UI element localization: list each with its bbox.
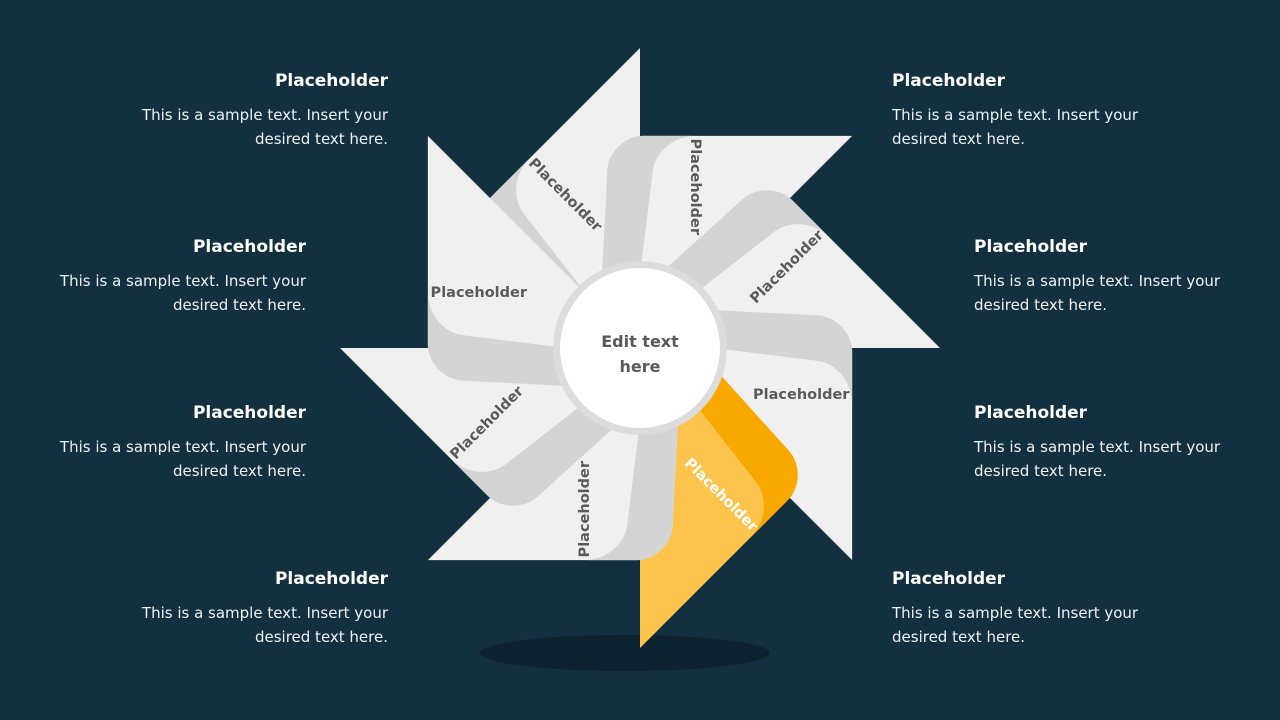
- text-block-title: Placeholder: [274, 71, 388, 91]
- center-hub-circle: [560, 268, 720, 428]
- text-block-title: Placeholder: [192, 403, 306, 423]
- center-label-line1: Edit text: [601, 332, 679, 351]
- text-block-body: This is a sample text. Insert your desir…: [141, 603, 388, 647]
- text-block-body: This is a sample text. Insert your desir…: [892, 603, 1139, 647]
- text-block-title: Placeholder: [892, 569, 1006, 589]
- text-block-left-4: Placeholder This is a sample text. Inser…: [88, 570, 388, 650]
- text-block-left-3: Placeholder This is a sample text. Inser…: [6, 404, 306, 484]
- petal-label: Placeholder: [753, 387, 850, 403]
- text-block-body: This is a sample text. Insert your desir…: [892, 105, 1139, 149]
- text-block-right-2: Placeholder This is a sample text. Inser…: [974, 238, 1274, 318]
- text-block-body: This is a sample text. Insert your desir…: [141, 105, 388, 149]
- text-block-right-4: Placeholder This is a sample text. Inser…: [892, 570, 1192, 650]
- text-block-body: This is a sample text. Insert your desir…: [974, 437, 1221, 481]
- text-block-body: This is a sample text. Insert your desir…: [59, 437, 306, 481]
- center-label-line2: here: [620, 357, 661, 376]
- text-block-title: Placeholder: [274, 569, 388, 589]
- center-hub[interactable]: Edit text here: [553, 261, 727, 435]
- petal-label: Placeholder: [431, 285, 528, 301]
- text-block-title: Placeholder: [192, 237, 306, 257]
- text-block-body: This is a sample text. Insert your desir…: [59, 271, 306, 315]
- text-block-left-2: Placeholder This is a sample text. Inser…: [6, 238, 306, 318]
- text-block-right-1: Placeholder This is a sample text. Inser…: [892, 72, 1192, 152]
- text-block-body: This is a sample text. Insert your desir…: [974, 271, 1221, 315]
- text-block-title: Placeholder: [892, 71, 1006, 91]
- text-block-title: Placeholder: [974, 403, 1088, 423]
- petal-label: Placeholder: [577, 460, 593, 557]
- text-block-left-1: Placeholder This is a sample text. Inser…: [88, 72, 388, 152]
- petal-label: Placeholder: [687, 139, 703, 236]
- text-block-right-3: Placeholder This is a sample text. Inser…: [974, 404, 1274, 484]
- ground-shadow-ellipse: [480, 635, 770, 671]
- text-block-title: Placeholder: [974, 237, 1088, 257]
